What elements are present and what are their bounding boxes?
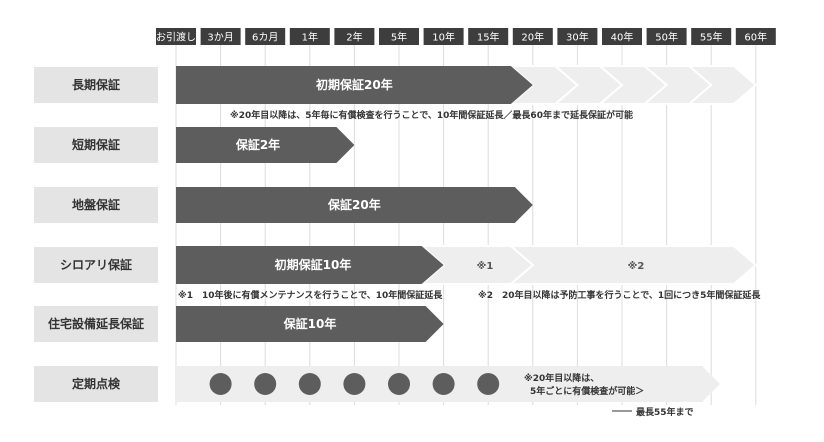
bar-text-ground-20y: 保証20年 xyxy=(327,197,381,212)
row-label-bg xyxy=(34,67,158,103)
timeline-header-tab xyxy=(602,28,642,45)
timeline-header-label: 15年 xyxy=(477,31,500,44)
timeline-header-tab xyxy=(200,28,241,45)
row-short-term-warranty: 短期保証 保証2年 xyxy=(34,127,355,163)
warranty-2y-bar xyxy=(176,127,355,163)
bar-text-equipment-10y: 保証10年 xyxy=(283,316,337,331)
row-label-ground: 地盤保証 xyxy=(72,197,120,212)
bar-text-2y: 保証2年 xyxy=(235,137,280,152)
termite-initial-10y-bar xyxy=(176,246,444,284)
timeline-header-tab xyxy=(557,28,598,45)
inspection-dot xyxy=(343,373,366,395)
row-termite-warranty: シロアリ保証 初期保証10年 ※1 ※2 ※1 10年後に有償メンテナンスを行う… xyxy=(34,245,761,301)
inspection-dot xyxy=(209,373,232,395)
inspection-dot xyxy=(254,373,277,395)
termite-note-1: ※1 10年後に有償メンテナンスを行うことで、10年間保証延長 xyxy=(178,289,443,301)
timeline-header-tab xyxy=(245,28,286,45)
row-label-bg xyxy=(34,366,158,402)
inspection-dot xyxy=(388,373,410,395)
row-label-inspection: 定期点検 xyxy=(72,376,121,391)
row-label-long-term: 長期保証 xyxy=(72,77,120,92)
inspection-dot xyxy=(432,373,455,395)
timeline-header-label: 30年 xyxy=(566,31,589,44)
termite-extension-1-label: ※1 xyxy=(477,260,494,272)
timeline-header-tab xyxy=(735,28,776,45)
timeline-header-label: 10年 xyxy=(432,31,455,44)
initial-warranty-20y-bar xyxy=(176,66,533,104)
row-label-bg xyxy=(34,127,158,163)
timeline-header-label: 60年 xyxy=(744,31,767,44)
extension-chevron xyxy=(686,65,758,105)
inspection-dots xyxy=(209,373,500,395)
timeline-header-label: 20年 xyxy=(521,31,544,44)
row-periodic-inspection: 定期点検 ※20年目以降は、 5年ごとに有償検査が可能＞ 最長55年まで xyxy=(34,366,720,418)
termite-extension-2-label: ※2 xyxy=(628,260,645,272)
bar-text-initial-20y: 初期保証20年 xyxy=(316,77,393,92)
row-ground-warranty: 地盤保証 保証20年 xyxy=(34,187,533,223)
timeline-header-tab xyxy=(646,28,687,45)
timeline-header-label: 50年 xyxy=(655,31,678,44)
bar-text-termite-10y: 初期保証10年 xyxy=(275,257,352,272)
timeline-header-label: 1年 xyxy=(302,31,318,44)
row-label-equipment: 住宅設備延長保証 xyxy=(48,316,144,331)
ground-warranty-20y-bar xyxy=(176,187,533,223)
timeline-header-tab xyxy=(512,28,553,45)
long-term-extension-note: ※20年目以降は、5年毎に有償検査を行うことで、10年間保証延長／最長60年まで… xyxy=(230,109,633,121)
row-label-termite: シロアリ保証 xyxy=(60,257,132,272)
timeline-header-label: 2年 xyxy=(346,31,362,44)
timeline-header-label: 3か月 xyxy=(207,32,233,44)
timeline-header-tab xyxy=(423,28,464,45)
inspection-note-line-2: 5年ごとに有償検査が可能＞ xyxy=(530,385,644,397)
timeline-header-tab xyxy=(379,28,419,45)
timeline-header-label: お引渡し xyxy=(156,31,196,44)
timeline-header-label: 40年 xyxy=(611,31,634,44)
timeline-header-tab xyxy=(289,28,330,45)
timeline-header-tab xyxy=(691,28,732,45)
inspection-note-line-1: ※20年目以降は、 xyxy=(524,372,599,384)
row-label-bg xyxy=(34,247,158,283)
extension-chevrons xyxy=(508,65,758,105)
timeline-header-tab xyxy=(334,28,375,45)
row-long-term-warranty: 長期保証 初期保証20年 ※20年目以降は、5年毎に有償検査を行うことで、10年… xyxy=(34,65,758,121)
row-label-bg xyxy=(34,306,158,342)
timeline-header-label: 55年 xyxy=(700,31,723,44)
equipment-warranty-10y-bar xyxy=(176,306,444,342)
row-label-bg xyxy=(34,187,158,223)
timeline-header-label: 6カ月 xyxy=(252,32,278,44)
inspection-dot xyxy=(298,373,321,395)
row-equipment-warranty: 住宅設備延長保証 保証10年 xyxy=(34,306,444,342)
timeline-header-tab xyxy=(468,28,509,45)
inspection-limit-text: 最長55年まで xyxy=(636,406,694,418)
timeline-header-tab xyxy=(156,28,196,45)
inspection-dot xyxy=(477,373,500,395)
row-label-short-term: 短期保証 xyxy=(72,137,120,152)
termite-note-2: ※2 20年目以降は予防工事を行うことで、1回につき5年間保証延長 xyxy=(478,289,761,301)
timeline-header-label: 5年 xyxy=(391,31,407,44)
